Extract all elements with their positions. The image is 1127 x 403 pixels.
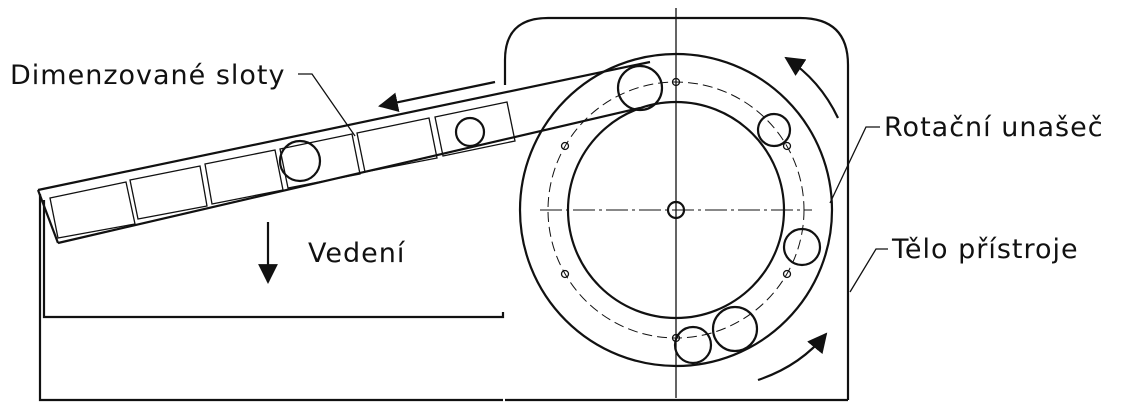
pin-hole (782, 141, 792, 151)
pin-hole (560, 141, 570, 151)
rotary-carrier (518, 8, 834, 398)
rotation-arrow-bottom (757, 332, 828, 382)
ball (782, 227, 822, 267)
ball (711, 305, 759, 353)
ball (673, 325, 713, 365)
pin-hole (671, 77, 681, 87)
ball (756, 112, 792, 148)
body-label: Tělo přístroje (891, 234, 1079, 265)
carrier-label: Rotační unašeč (884, 112, 1104, 143)
slot-box (49, 181, 136, 239)
pin-hole (782, 269, 792, 279)
slot-box (204, 149, 284, 205)
device-body (503, 16, 850, 402)
ball (278, 139, 322, 183)
guide-block (38, 194, 505, 402)
guide-label: Vedení (308, 238, 406, 269)
slot-box (356, 117, 438, 173)
ball (454, 116, 486, 148)
slot-box (434, 101, 516, 157)
carrier-leader-line (829, 126, 880, 204)
center-hub (666, 200, 686, 220)
rotation-arrow-top (784, 56, 839, 119)
slots-leader-line (298, 73, 356, 137)
body-leader-line (849, 248, 888, 293)
slots-label: Dimenzované sloty (10, 60, 286, 91)
feed-direction-arrow (378, 80, 496, 113)
ball (616, 64, 664, 112)
slot-box (129, 165, 208, 220)
carrier-inner-disc (566, 100, 786, 320)
pin-hole (560, 269, 570, 279)
carrier-outer-ring (518, 52, 834, 368)
